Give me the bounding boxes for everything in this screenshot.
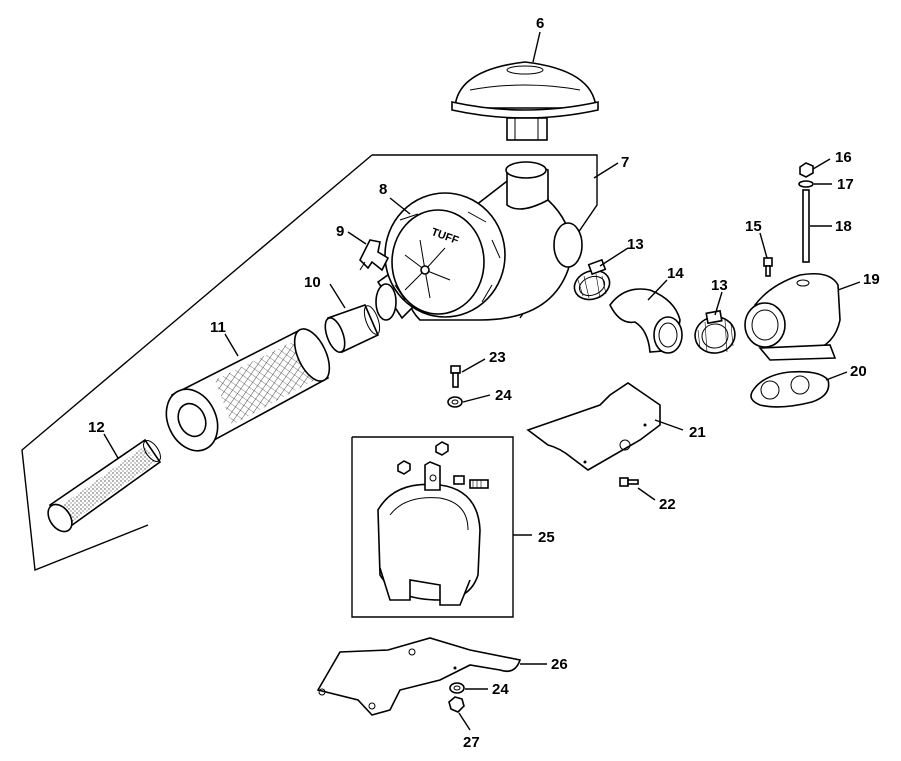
callout-16: 16 <box>835 149 852 166</box>
part-16-nut <box>799 162 814 178</box>
callout-14: 14 <box>667 265 684 282</box>
part-24-nut-b <box>449 682 465 694</box>
callout-8: 8 <box>379 181 387 198</box>
part-18-stud <box>802 189 810 263</box>
callout-13-b: 13 <box>711 277 728 294</box>
part-27-nut <box>448 696 465 713</box>
callout-19: 19 <box>863 271 880 288</box>
part-10-connector <box>324 303 381 354</box>
leader-lines <box>103 31 861 731</box>
callout-18: 18 <box>835 218 852 235</box>
callout-11: 11 <box>210 319 226 336</box>
part-19-adapter <box>744 272 841 361</box>
part-12-inner-filter <box>47 438 162 533</box>
part-11-filter <box>165 328 331 452</box>
part-25-mounting-band <box>377 441 489 606</box>
callout-21: 21 <box>689 424 706 441</box>
part-22-screw <box>619 477 639 487</box>
part-17-washer <box>798 180 814 188</box>
callout-27: 27 <box>463 734 480 751</box>
callout-23: 23 <box>489 349 506 366</box>
part-25-inset-box <box>351 436 514 618</box>
callout-13-a: 13 <box>627 236 644 253</box>
callout-25: 25 <box>538 529 555 546</box>
part-26-lower-bracket <box>316 637 522 716</box>
callout-9: 9 <box>336 223 344 240</box>
housing-vane-icon <box>404 239 451 299</box>
callout-17: 17 <box>837 176 854 193</box>
part-15-screw <box>763 257 773 277</box>
part-13-clamp-a <box>573 258 611 301</box>
callout-10: 10 <box>304 274 321 291</box>
part-6-cover <box>451 61 599 141</box>
part-8-housing: TUFF <box>375 161 583 321</box>
callout-6: 6 <box>536 15 544 32</box>
callout-12: 12 <box>88 419 105 436</box>
part-20-gasket <box>750 370 830 408</box>
part-13-clamp-b <box>694 309 736 354</box>
part-24-nut-a <box>447 396 463 408</box>
callout-26: 26 <box>551 656 568 673</box>
callout-7: 7 <box>621 154 629 171</box>
part-9-latch <box>359 239 390 272</box>
callout-15: 15 <box>745 218 762 235</box>
part-14-hose <box>609 288 683 354</box>
callout-22: 22 <box>659 496 676 513</box>
callout-labels: 6 7 8 9 10 11 12 13 14 13 15 16 17 18 19… <box>88 15 880 751</box>
part-23-bolt <box>450 365 461 388</box>
part-21-bracket <box>526 382 661 471</box>
callout-24-b: 24 <box>492 681 509 698</box>
callout-24-a: 24 <box>495 387 512 404</box>
callout-20: 20 <box>850 363 867 380</box>
